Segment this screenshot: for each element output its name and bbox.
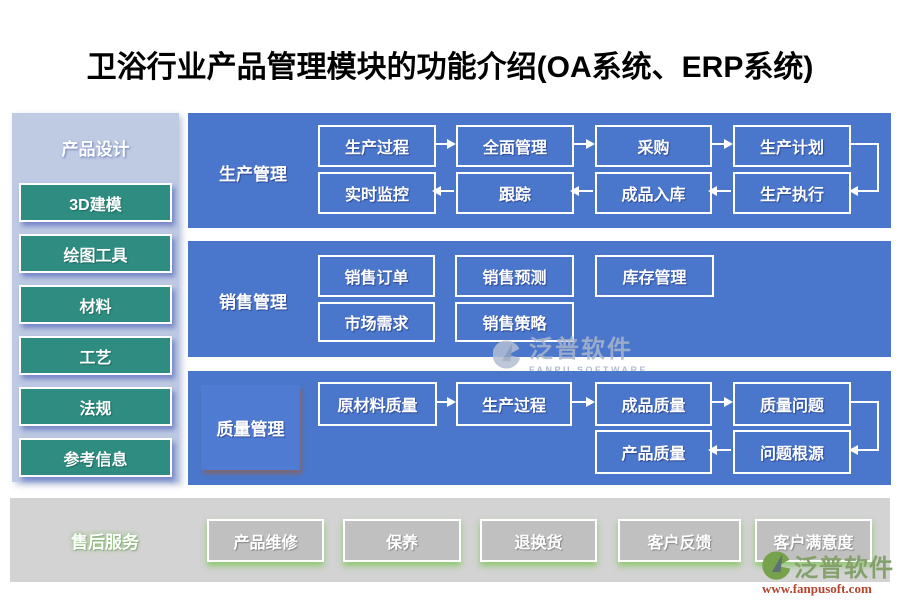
flow-box-realtime-monitoring: 实时监控 (318, 172, 436, 214)
flow-box-production-execution: 生产执行 (733, 172, 851, 214)
sidebar-item-process: 工艺 (19, 336, 172, 375)
footer-item-product-repair: 产品维修 (207, 519, 324, 562)
arrow-left-icon (432, 186, 454, 196)
flow-box-production-process: 生产过程 (318, 125, 436, 167)
sidebar-item-3d-modeling: 3D建模 (19, 183, 172, 222)
production-section-label: 生产管理 (219, 165, 287, 184)
brand-url: www.fanpusoft.com (762, 581, 872, 596)
footer-item-maintenance: 保养 (343, 519, 461, 562)
footer-item-returns-exchange: 退换货 (480, 519, 597, 562)
quality-section-label: 质量管理 (201, 385, 300, 470)
sales-management-panel (188, 241, 891, 357)
elbow-connector-line (849, 143, 879, 145)
arrow-left-icon (570, 186, 593, 196)
elbow-connector-line (849, 401, 879, 403)
elbow-connector-line (877, 401, 879, 450)
arrow-right-icon (710, 139, 733, 149)
brand-name: 泛普软件 (794, 555, 894, 582)
fanpu-logo-icon (762, 550, 791, 580)
flow-box-overall-management: 全面管理 (456, 125, 574, 167)
flow-box-finished-goods-storage: 成品入库 (595, 172, 712, 214)
sidebar-header: 产品设计 (61, 140, 130, 159)
fanpu-watermark: 泛普软件 FANPU SOFTWARE (493, 337, 648, 375)
arrow-left-icon (708, 186, 731, 196)
arrow-right-icon (572, 139, 595, 149)
watermark-brand-subtitle: FANPU SOFTWARE (529, 365, 649, 375)
arrow-left-icon (708, 445, 731, 455)
flow-box-quality-issues: 质量问题 (733, 382, 851, 426)
flow-box-production-plan: 生产计划 (733, 125, 851, 167)
footer-item-customer-satisfaction: 客户满意度 (755, 519, 872, 562)
sidebar-item-drawing-tools: 绘图工具 (19, 234, 172, 273)
flow-box-finished-product-quality: 成品质量 (595, 382, 712, 426)
fanpu-logo-watermark-icon (493, 340, 521, 369)
flow-box-sales-orders: 销售订单 (318, 255, 435, 297)
arrow-right-icon (434, 139, 456, 149)
arrow-right-icon (570, 397, 595, 407)
sidebar-item-regulations: 法规 (19, 387, 172, 426)
flow-box-tracking: 跟踪 (456, 172, 574, 214)
page-title: 卫浴行业产品管理模块的功能介绍(OA系统、ERP系统) (86, 51, 814, 84)
production-management-panel (188, 113, 891, 228)
sidebar-item-materials: 材料 (19, 285, 172, 324)
flow-box-procurement: 采购 (595, 125, 712, 167)
fanpu-brand-logo: 泛普软件 www.fanpusoft.com (762, 548, 900, 597)
flow-box-problem-root-cause: 问题根源 (733, 430, 851, 474)
watermark-brand-name: 泛普软件 (529, 336, 633, 363)
elbow-connector-line (877, 143, 879, 192)
arrow-left-icon (849, 445, 879, 455)
arrow-right-icon (710, 397, 733, 407)
flow-box-raw-material-quality: 原材料质量 (318, 382, 437, 426)
sidebar-item-reference-info: 参考信息 (19, 438, 172, 477)
sales-section-label: 销售管理 (219, 293, 287, 312)
flow-box-sales-forecast: 销售预测 (455, 255, 574, 297)
footer-item-customer-feedback: 客户反馈 (618, 519, 741, 562)
flow-box-market-demand: 市场需求 (318, 302, 435, 342)
flow-box-production-process-quality: 生产过程 (456, 382, 572, 426)
flow-box-product-quality: 产品质量 (595, 430, 712, 474)
flow-box-sales-strategy: 销售策略 (455, 302, 574, 342)
arrow-right-icon (435, 397, 456, 407)
flow-box-inventory-management: 库存管理 (595, 255, 714, 297)
arrow-left-icon (849, 186, 879, 196)
quality-management-panel (188, 371, 891, 485)
after-sales-label: 售后服务 (71, 533, 139, 552)
